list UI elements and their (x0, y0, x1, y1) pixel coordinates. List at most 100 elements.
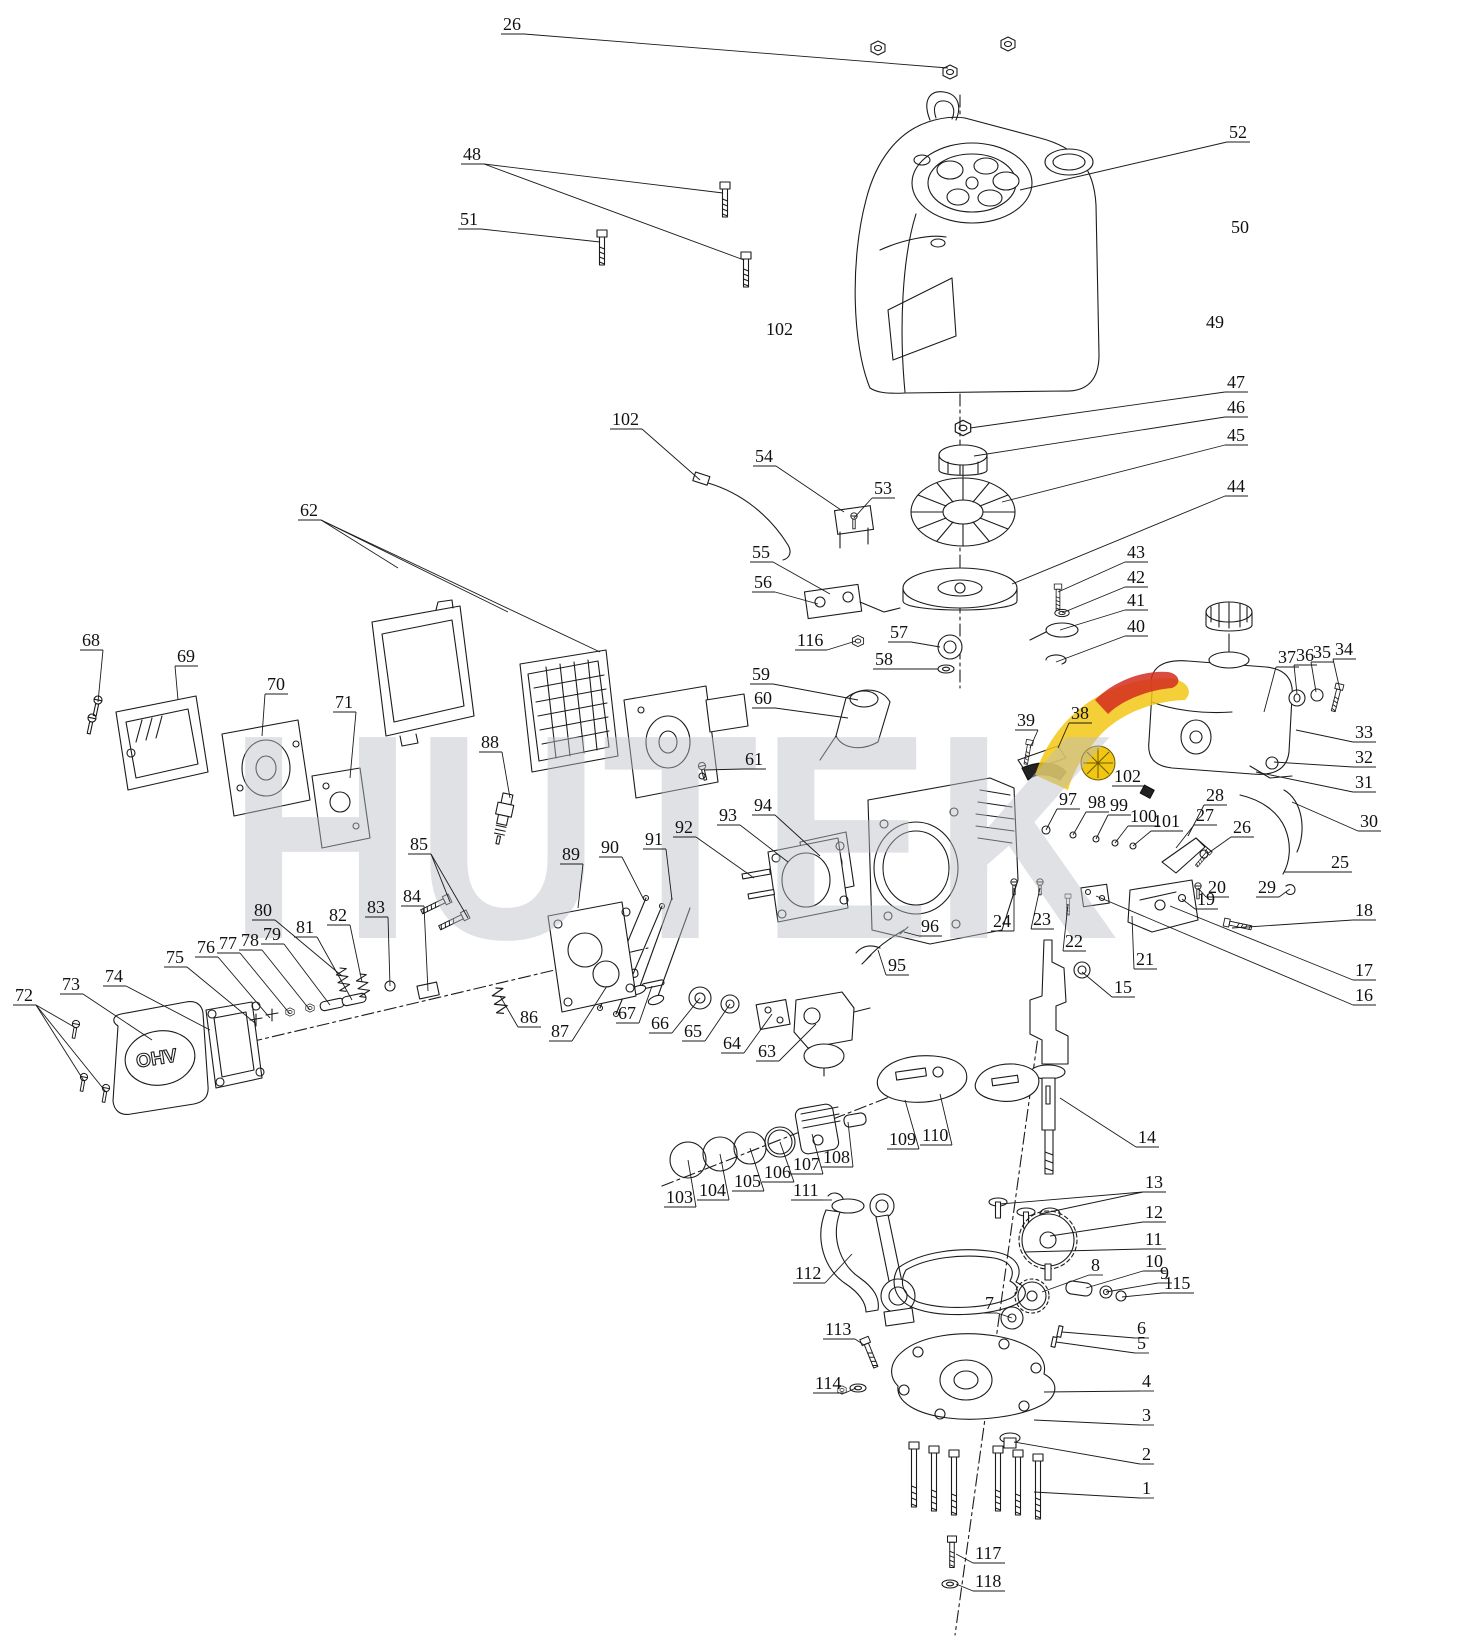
part-number: 98 (1088, 792, 1106, 812)
muffler-body (221, 719, 311, 817)
leader-line (877, 949, 887, 976)
air-filter-element (519, 649, 619, 773)
part-callout-35: 35 (1310, 642, 1334, 693)
case-bolts (1010, 878, 1091, 979)
ignition-coil (803, 583, 901, 648)
leader-line (1062, 903, 1069, 952)
leader-line (186, 966, 256, 1024)
part-callout-45: 45 (1001, 425, 1248, 503)
leader-line (939, 1093, 953, 1146)
recoil-starter-cover (854, 91, 1100, 394)
leader-line (1055, 635, 1126, 663)
leader-line (638, 985, 653, 1024)
governor-arm-parts (1029, 583, 1079, 665)
leader-line (35, 1004, 77, 1029)
part-number: 44 (1227, 476, 1245, 496)
part-number: 41 (1127, 590, 1145, 610)
leader-line (847, 1121, 854, 1168)
part-number: 104 (699, 1180, 726, 1200)
leader-line (320, 519, 509, 613)
part-callout-80: 80 (252, 900, 343, 977)
oil-seal (1073, 961, 1091, 979)
leader-line (772, 683, 859, 701)
part-callout-75: 75 (164, 947, 256, 1024)
part-callout-78: 78 (239, 930, 311, 1011)
part-number: 34 (1335, 639, 1353, 659)
part-number: 106 (764, 1162, 791, 1182)
leader-line (903, 931, 920, 937)
valve-cover-gasket (69, 1001, 265, 1104)
leader-line (1057, 722, 1070, 749)
part-number: 32 (1355, 747, 1373, 767)
part-callout-74: 74 (103, 966, 211, 1031)
part-callout-50: 50 (1231, 217, 1249, 237)
part-number: 99 (1110, 795, 1128, 815)
part-number: 46 (1227, 397, 1245, 417)
part-callout-104: 104 (697, 1153, 730, 1201)
part-number: 29 (1258, 877, 1276, 897)
leader-line (483, 163, 745, 261)
part-number: 45 (1227, 425, 1245, 445)
leader-line (1030, 887, 1041, 930)
part-callout-97: 97 (1045, 789, 1080, 831)
sump-gasket (893, 1249, 1026, 1316)
leader-line (671, 997, 701, 1034)
oil-fill-tube (820, 1198, 879, 1313)
leader-line (1273, 761, 1354, 768)
part-number: 56 (754, 572, 772, 592)
part-number: 33 (1355, 722, 1373, 742)
part-callout-34: 34 (1332, 639, 1356, 691)
logo-sun (1080, 745, 1116, 781)
leader-line (1057, 561, 1126, 593)
part-callout-68: 68 (80, 630, 104, 703)
part-number: 19 (1197, 889, 1215, 909)
part-callout-11: 11 (1023, 1229, 1166, 1253)
cylinder-block (867, 777, 1019, 945)
leader-line (97, 649, 104, 703)
part-callout-73: 73 (60, 974, 153, 1041)
part-callout-96: 96 (903, 916, 942, 937)
part-number: 5 (1137, 1333, 1146, 1353)
part-number: 31 (1355, 772, 1373, 792)
part-number: 102 (1114, 766, 1141, 786)
part-callout-46: 46 (973, 397, 1248, 457)
leader-line (387, 916, 391, 987)
part-number: 92 (675, 817, 693, 837)
leader-line (641, 428, 701, 481)
leader-line (1255, 771, 1354, 793)
part-number: 82 (329, 905, 347, 925)
part-callout-87: 87 (549, 985, 608, 1042)
part-number: 91 (645, 829, 663, 849)
part-number: 79 (263, 924, 281, 944)
fuel-valve-and-lines (1239, 756, 1303, 895)
callout-labels-layer: 2648515250491024746454410254534342414055… (13, 14, 1381, 1592)
part-number: 7 (985, 1293, 994, 1313)
leader-line (430, 853, 469, 919)
part-callout-25: 25 (1284, 852, 1352, 873)
part-callout-49: 49 (1206, 312, 1224, 332)
part-callout-24: 24 (991, 888, 1015, 932)
part-number: 76 (197, 937, 215, 957)
part-callout-59: 59 (750, 664, 859, 701)
part-callout-4: 4 (1043, 1371, 1154, 1393)
valve-tappets (988, 1197, 1036, 1229)
part-callout-82: 82 (327, 905, 363, 983)
part-callout-102: 102 (766, 319, 793, 339)
part-number: 14 (1138, 1127, 1156, 1147)
part-number: 47 (1227, 372, 1245, 392)
part-callout-108: 108 (821, 1121, 854, 1168)
part-callout-55: 55 (750, 542, 831, 595)
muffler-gasket-plate (311, 767, 371, 849)
leader-line (1332, 658, 1341, 691)
part-number: 62 (300, 500, 318, 520)
part-number: 108 (823, 1147, 850, 1167)
governor-lever (1161, 837, 1213, 874)
leader-line (1085, 1270, 1144, 1289)
part-number: 67 (618, 1003, 636, 1023)
leader-line (1033, 1419, 1141, 1426)
part-callout-48: 48 (461, 144, 745, 261)
part-number: 89 (562, 844, 580, 864)
part-callout-18: 18 (1231, 900, 1376, 929)
crankshaft (1029, 939, 1069, 1175)
leader-line (739, 824, 789, 863)
